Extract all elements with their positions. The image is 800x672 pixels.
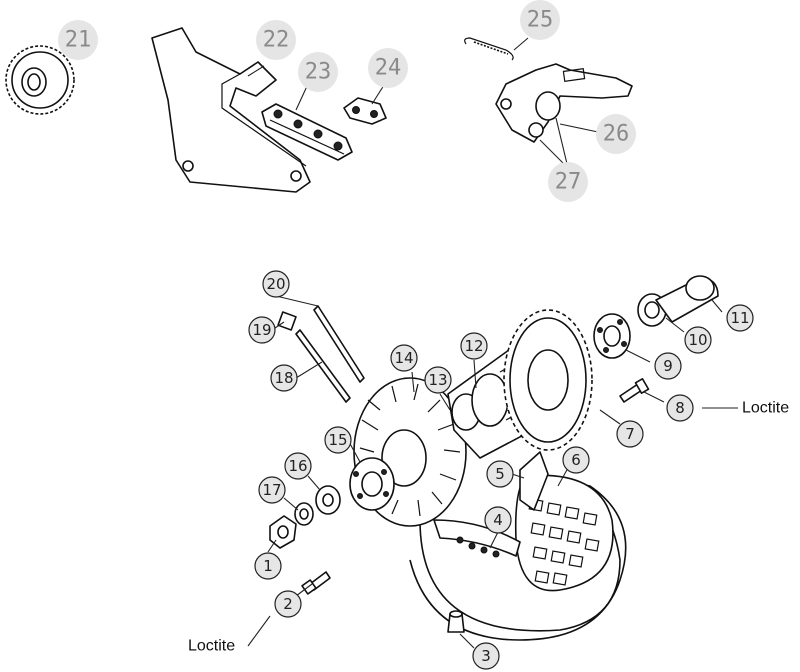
callout-4: 4: [484, 506, 512, 534]
svg-text:8: 8: [675, 399, 685, 417]
svg-text:13: 13: [428, 371, 447, 389]
top-bubble-21: 21: [58, 20, 98, 60]
svg-text:14: 14: [394, 349, 413, 367]
svg-text:6: 6: [571, 451, 581, 469]
brake-spacer-part: [349, 457, 395, 511]
callout-15: 15: [324, 426, 352, 454]
callout-3: 3: [472, 642, 500, 670]
callout-8: 8: [666, 394, 694, 422]
bearing-part: [593, 313, 631, 359]
axle-part: [313, 305, 365, 383]
adjuster-nut-part: [277, 311, 297, 331]
svg-text:21: 21: [65, 28, 92, 53]
callout-14: 14: [390, 344, 418, 372]
callout-18: 18: [270, 364, 298, 392]
svg-text:12: 12: [464, 337, 483, 355]
svg-text:16: 16: [288, 457, 307, 475]
svg-text:10: 10: [688, 331, 707, 349]
svg-text:22: 22: [263, 28, 290, 53]
spacer-tube-part: [655, 275, 719, 323]
loctite-note-left: Loctite: [188, 638, 235, 655]
callout-1: 1: [254, 552, 282, 580]
callout-10: 10: [684, 326, 712, 354]
tire-part: [409, 474, 627, 641]
callout-6: 6: [562, 446, 590, 474]
top-bubble-24: 24: [368, 48, 408, 88]
svg-text:2: 2: [283, 595, 293, 613]
disc-screw-part: [301, 571, 331, 595]
rim-part: [433, 519, 521, 558]
master-link-part: [343, 97, 387, 125]
callout-20: 20: [262, 270, 290, 298]
svg-text:15: 15: [328, 431, 347, 449]
front-sprocket-part: [5, 45, 75, 115]
callout-13: 13: [424, 366, 452, 394]
svg-text:11: 11: [730, 309, 749, 327]
chain-tensioner-part: [495, 63, 633, 143]
callout-16: 16: [284, 452, 312, 480]
axle-long-part: [295, 329, 351, 403]
callout-2: 2: [274, 590, 302, 618]
valve-cap-part: [447, 610, 465, 633]
leader-lines: [247, 37, 738, 649]
svg-text:23: 23: [305, 60, 332, 85]
svg-text:1: 1: [263, 557, 273, 575]
svg-text:9: 9: [663, 357, 673, 375]
svg-text:5: 5: [495, 465, 505, 483]
top-bubble-26: 26: [596, 114, 636, 154]
chain-guide-bracket-part: [151, 27, 311, 193]
axle-nut-part: [269, 515, 297, 549]
svg-text:24: 24: [375, 56, 402, 81]
washer-part: [294, 502, 314, 526]
svg-text:18: 18: [274, 369, 293, 387]
inner-tube-part: [519, 451, 549, 511]
chain-segment-part: [261, 103, 353, 161]
callout-19: 19: [248, 316, 276, 344]
svg-text:20: 20: [266, 275, 285, 293]
callout-5: 5: [486, 460, 514, 488]
tension-spring-part: [464, 37, 514, 61]
svg-text:19: 19: [252, 321, 271, 339]
loctite-note-right: Loctite: [742, 400, 789, 417]
top-bubble-25: 25: [520, 0, 560, 40]
callout-9: 9: [654, 352, 682, 380]
svg-text:7: 7: [625, 425, 635, 443]
svg-text:3: 3: [481, 647, 491, 665]
callout-7: 7: [616, 420, 644, 448]
svg-text:25: 25: [527, 8, 554, 33]
svg-text:17: 17: [262, 481, 281, 499]
svg-text:26: 26: [603, 122, 630, 147]
callout-11: 11: [726, 304, 754, 332]
collar-part: [315, 485, 341, 515]
svg-text:27: 27: [555, 170, 582, 195]
svg-text:4: 4: [493, 511, 503, 529]
sprocket-bolt-part: [619, 378, 650, 403]
top-bubble-23: 23: [298, 52, 338, 92]
top-bubble-22: 22: [256, 20, 296, 60]
callout-12: 12: [460, 332, 488, 360]
rear-sprocket-part: [503, 309, 593, 451]
callout-17: 17: [258, 476, 286, 504]
top-bubble-27: 27: [548, 162, 588, 202]
